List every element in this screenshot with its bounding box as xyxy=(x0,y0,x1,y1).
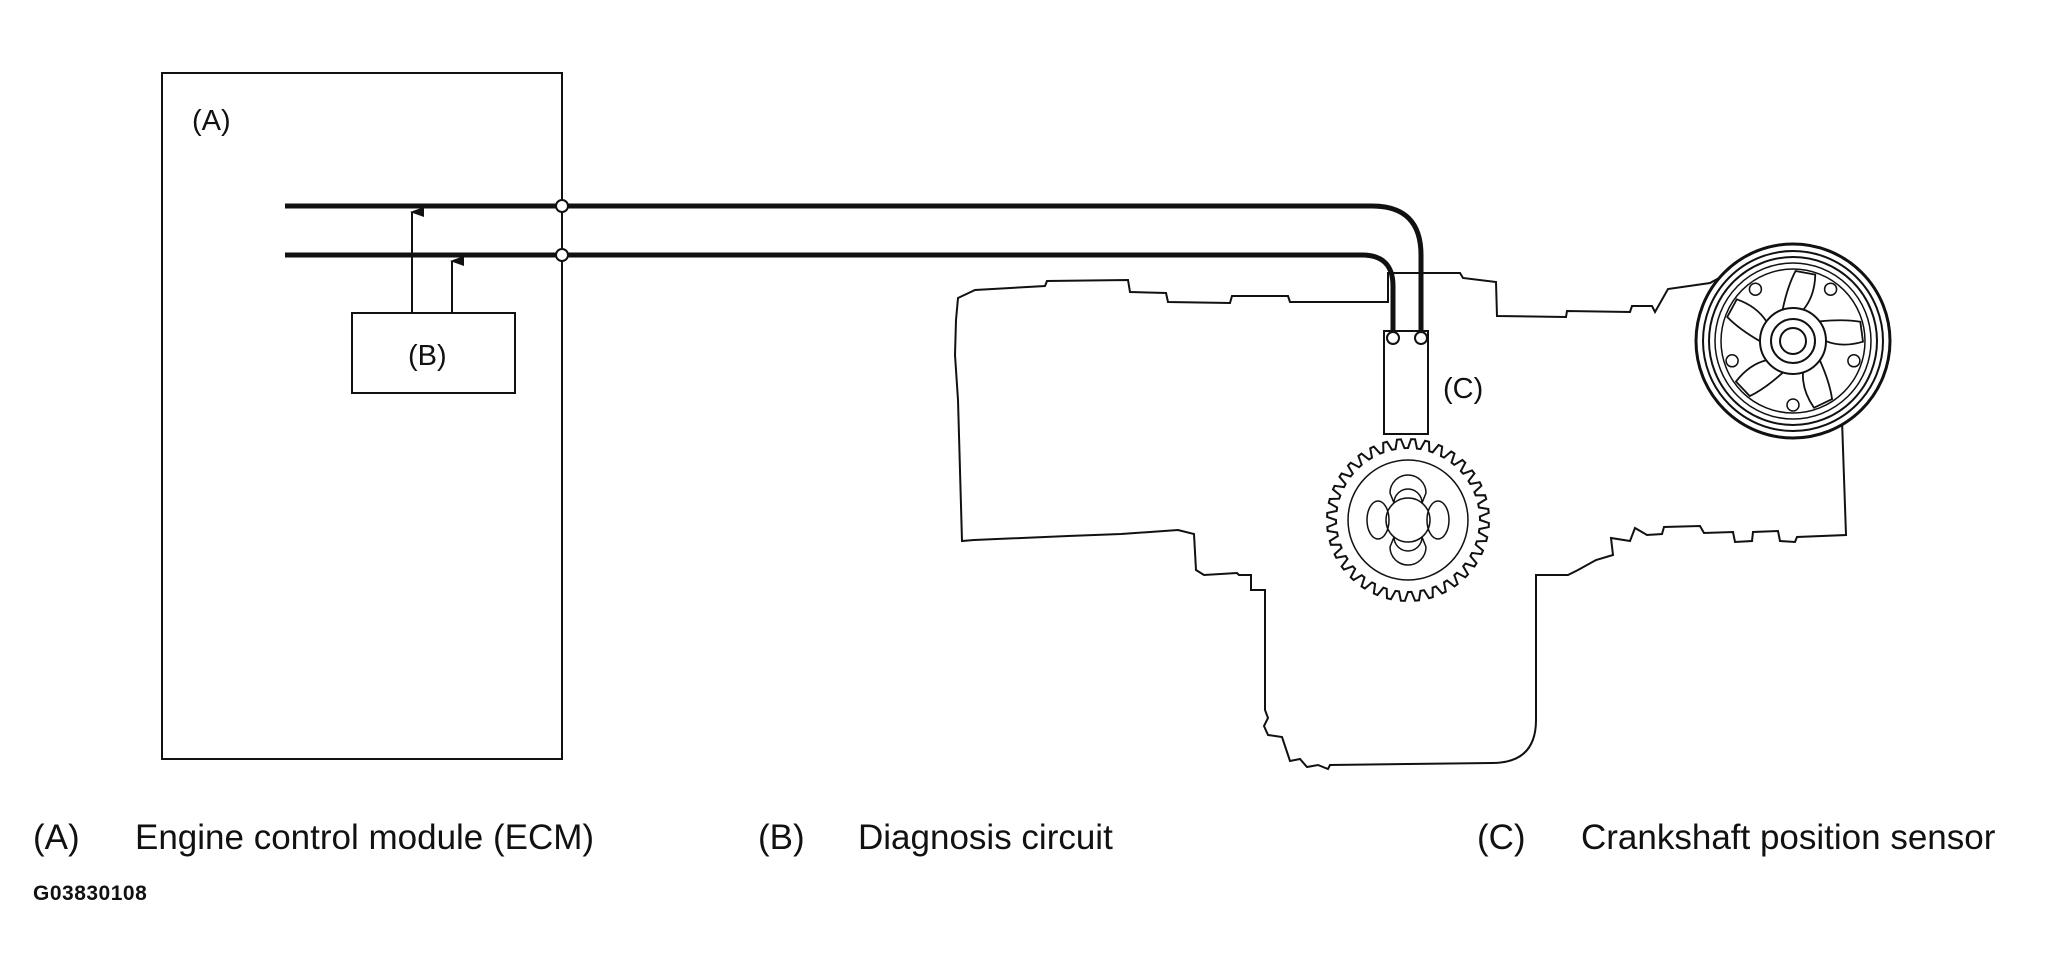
pulley-spoke xyxy=(1819,319,1864,346)
diagnosis-circuit-label: (B) xyxy=(408,340,447,372)
pulley-spoke xyxy=(1781,270,1817,311)
pulley-hole xyxy=(1725,354,1739,368)
legend-description: Diagnosis circuit xyxy=(858,818,1113,857)
sensor-terminal-right xyxy=(1414,331,1428,345)
crankshaft-sprocket xyxy=(1326,438,1490,602)
legend-description: Engine control module (ECM) xyxy=(135,818,595,857)
legend-description: Crankshaft position sensor xyxy=(1581,818,1996,857)
figure-code: G03830108 xyxy=(33,882,148,905)
legend-key: (B) xyxy=(758,818,805,857)
ecm-connector-upper xyxy=(555,199,569,213)
pulley-hole xyxy=(1786,398,1800,412)
engine-outline xyxy=(953,270,1848,771)
pulley-spoke xyxy=(1802,359,1834,409)
ecm-connector-lower xyxy=(555,248,569,262)
pulley-hole xyxy=(1823,282,1838,296)
crank-sensor-body xyxy=(1383,330,1429,435)
legend-item-crank-sensor: (C) Crankshaft position sensor xyxy=(1477,818,1995,858)
pulley-spoke xyxy=(1726,298,1768,342)
ecm-label: (A) xyxy=(192,105,231,137)
legend-item-ecm: (A) Engine control module (ECM) xyxy=(33,818,594,858)
legend-key: (C) xyxy=(1477,818,1526,857)
crank-pulley xyxy=(1694,242,1892,440)
pulley-hole xyxy=(1748,282,1763,296)
sensor-terminal-left xyxy=(1386,331,1400,345)
diagnosis-circuit-box xyxy=(351,312,516,394)
crank-sensor-label: (C) xyxy=(1443,373,1483,405)
legend-key: (A) xyxy=(33,818,80,857)
legend-item-diagnosis-circuit: (B) Diagnosis circuit xyxy=(758,818,1113,858)
ecm-box xyxy=(161,72,563,760)
signal-wire-lower xyxy=(285,252,1396,334)
pulley-spoke xyxy=(1734,359,1784,398)
pulley-hole xyxy=(1847,354,1861,368)
signal-wire-upper xyxy=(285,203,1424,334)
